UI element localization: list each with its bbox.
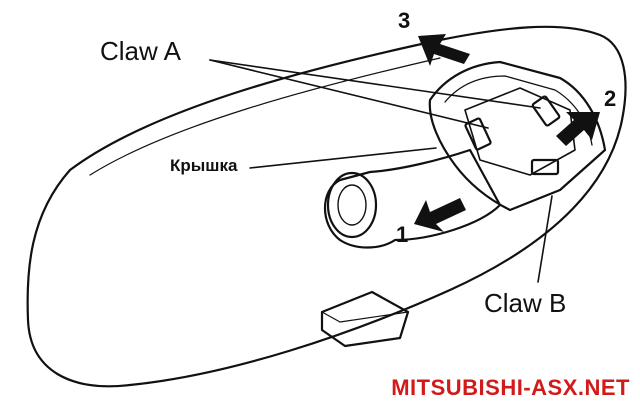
arrow-1 — [414, 198, 466, 232]
claw-b-clip — [530, 158, 560, 176]
leader-cover — [249, 147, 437, 169]
mirror-inner-edge — [89, 57, 441, 176]
step-2-label: 2 — [604, 86, 617, 111]
leader-claw-a-1 — [209, 59, 489, 129]
stem-socket — [326, 171, 378, 239]
arrow-3 — [418, 34, 470, 66]
leader-claw-a-2 — [209, 59, 541, 109]
watermark: MITSUBISHI-ASX.NET — [391, 375, 630, 400]
claw-b-label: Claw B — [484, 288, 567, 318]
step-1-label: 1 — [396, 222, 409, 247]
step-3-label: 3 — [398, 8, 411, 33]
cover-label: Крышка — [170, 156, 238, 175]
mirror-stem — [323, 148, 502, 249]
mirror-outline — [26, 25, 627, 388]
claw-a-clip-right — [531, 95, 561, 127]
leader-claw-b — [537, 195, 553, 283]
cover-housing — [428, 60, 607, 212]
claw-a-label: Claw A — [100, 36, 181, 66]
cover-window — [464, 87, 576, 176]
arrow-2 — [556, 112, 600, 146]
claw-a-clip-left — [464, 117, 492, 151]
mirror-tab — [320, 290, 410, 348]
